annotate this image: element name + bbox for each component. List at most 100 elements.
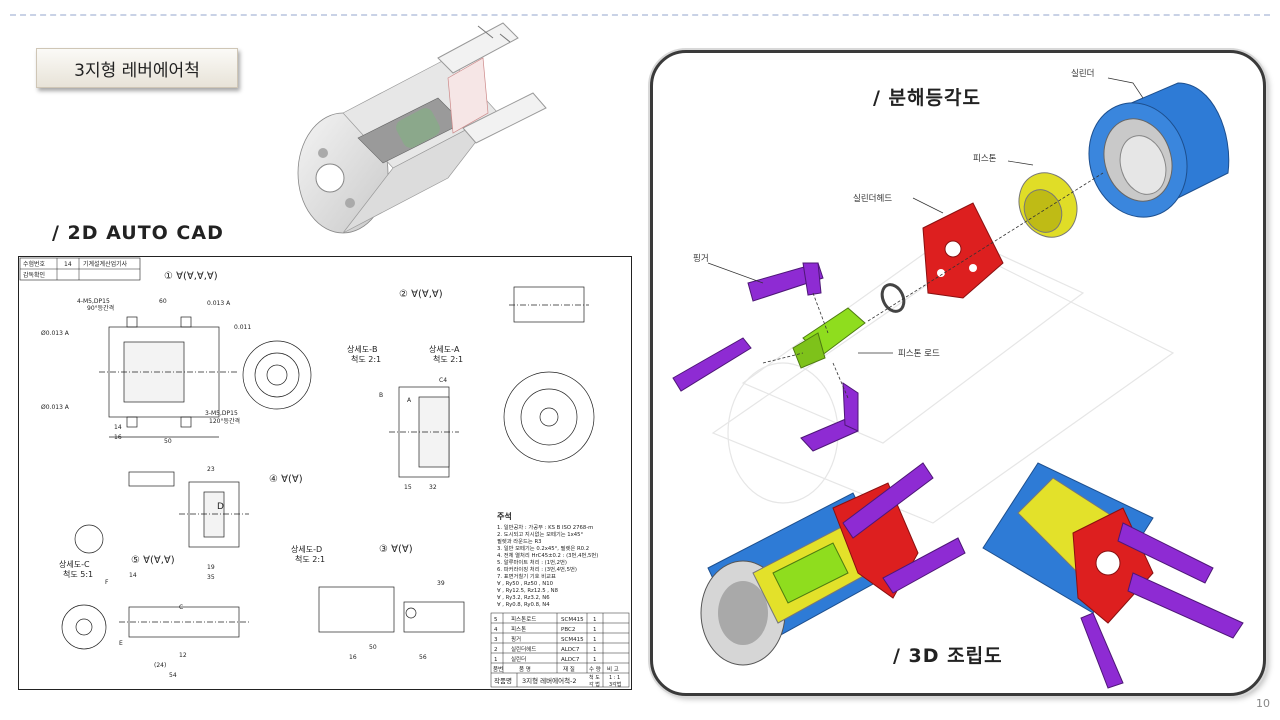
top-dashed-rule xyxy=(10,14,1270,16)
part-3-no: 3 xyxy=(494,637,498,643)
finger-view xyxy=(318,586,465,633)
part-1-name: 실린더 xyxy=(511,655,526,663)
page-number: 10 xyxy=(1256,697,1270,710)
heading-2d-autocad: / 2D AUTO CAD xyxy=(52,222,224,244)
view-a-scale: 척도 2:1 xyxy=(433,355,463,364)
part-3-qty: 1 xyxy=(593,637,597,643)
note-10: ∀ , Ry12.5, Rz12.5 , N8 xyxy=(497,588,559,594)
parts-list-grid xyxy=(490,612,630,688)
cad-drawing-sheet: 수험번호 14 기계설계산업기사 감독확인 ① ∀(∀,∀,∀) ② ∀(∀,∀… xyxy=(18,256,632,690)
dim-m5b: 3-M5,DP15 xyxy=(205,410,238,417)
slide-title: 3지형 레버에어척 xyxy=(36,48,238,88)
dim-39: 39 xyxy=(437,580,445,587)
part-4-qty: 1 xyxy=(593,627,597,633)
dim-15: 15 xyxy=(404,484,412,491)
roughness-1: ① ∀(∀,∀,∀) xyxy=(164,271,218,282)
piston-view xyxy=(128,471,249,548)
view-d-label: 상세도-D xyxy=(291,544,322,554)
cylinder-part xyxy=(1088,82,1230,218)
roughness-4: ④ ∀(∀) xyxy=(269,474,303,485)
label-c: C xyxy=(179,604,183,611)
dim-35: 35 xyxy=(207,574,215,581)
title-block-name: 3지형 레버에어척-2 xyxy=(522,676,577,685)
cylinder-head-part xyxy=(922,202,1004,299)
part-4-mat: PBC2 xyxy=(561,627,575,633)
piston-part xyxy=(1018,172,1078,238)
note-7: 6. 파커라이징 처리 : (3번,4번,5번) xyxy=(497,565,577,573)
cylinder-section-view xyxy=(99,316,312,438)
label-piston: 피스톤 xyxy=(973,154,997,164)
title-block-label: 작품명 xyxy=(494,676,512,685)
label-finger: 핑거 xyxy=(693,253,709,264)
view-d-scale: 척도 2:1 xyxy=(295,555,325,564)
view-b-label: 상세도-B xyxy=(347,344,377,354)
finger-parts xyxy=(672,262,859,452)
3d-panel: 실린더 피스톤 실린더헤드 핑거 피스톤 로드 / 분해등각도 / 3D 조립도 xyxy=(650,50,1266,696)
dim-16: 16 xyxy=(114,434,122,441)
3d-panel-canvas: 실린더 피스톤 실린더헤드 핑거 피스톤 로드 xyxy=(672,68,1244,689)
dim-50b: 50 xyxy=(369,644,377,651)
part-5-qty: 1 xyxy=(593,617,597,623)
note-1: 1. 일반공차 : 가공부 : KS B ISO 2768-m xyxy=(497,523,593,531)
dim-14b: 14 xyxy=(129,572,137,579)
tol-1: 0.013 A xyxy=(207,300,231,307)
piston-rod-part xyxy=(792,307,866,369)
label-cylinder-head: 실린더헤드 xyxy=(853,193,892,204)
note-11: ∀ , Ry3.2, Rz3.2, N6 xyxy=(497,595,550,601)
dim-m5a: 4-M5,DP15 xyxy=(77,298,110,305)
roughness-3: ③ ∀(∀) xyxy=(379,544,413,555)
note-9: ∀ , Ry50 , Rz50 , N10 xyxy=(497,581,554,587)
part-2-mat: ALDC7 xyxy=(561,647,580,653)
tol-4: Ø0.013 A xyxy=(41,404,70,411)
label-d: D xyxy=(217,502,224,512)
dim-56: 56 xyxy=(419,654,427,661)
roughness-5: ⑤ ∀(∀,∀) xyxy=(131,555,175,566)
dim-c4: C4 xyxy=(439,377,447,384)
label-leaders xyxy=(707,77,1144,354)
dim-m5a2: 90°등간격 xyxy=(87,304,114,312)
part-1-qty: 1 xyxy=(593,657,597,663)
note-6: 5. 알루마이트 처리 : (1번,2번) xyxy=(497,558,567,566)
part-4-name: 피스톤 xyxy=(511,625,526,633)
part-3-name: 핑거 xyxy=(511,635,521,643)
dim-24: (24) xyxy=(154,662,166,669)
cylinder-head-view xyxy=(389,286,595,478)
note-8: 7. 표면거칠기 기호 비교표 xyxy=(497,572,556,580)
header-label-2: 감독확인 xyxy=(23,271,45,279)
note-5: 4. 전체 열처리 HrC45±0.2 : (3번,4번,5번) xyxy=(497,551,598,559)
tol-2: 0.011 xyxy=(234,324,251,331)
isometric-cutaway-render xyxy=(297,22,547,234)
parts-header-no: 품번 xyxy=(493,665,503,673)
part-1-mat: ALDC7 xyxy=(561,657,580,663)
part-2-qty: 1 xyxy=(593,647,597,653)
label-b: B xyxy=(379,392,383,399)
part-3-mat: SCM415 xyxy=(561,637,584,643)
label-f: F xyxy=(105,579,109,586)
assembled-cutaway-left xyxy=(700,462,966,666)
dim-60: 60 xyxy=(159,298,167,305)
view-c-scale: 척도 5:1 xyxy=(63,570,93,579)
dim-m5b2: 120°등간격 xyxy=(209,417,240,425)
assembled-cutaway-right xyxy=(982,462,1244,689)
note-3: 필렛과 라운드는 R3 xyxy=(497,537,542,545)
view-b-scale: 척도 2:1 xyxy=(351,355,381,364)
dim-12: 12 xyxy=(179,652,187,659)
dim-14: 14 xyxy=(114,424,122,431)
part-2-name: 실린더헤드 xyxy=(511,645,536,653)
label-cylinder: 실린더 xyxy=(1071,68,1094,79)
explode-leaders xyxy=(762,172,1104,399)
dim-23: 23 xyxy=(207,466,215,473)
piston-rod-view xyxy=(61,524,249,650)
dim-16b: 16 xyxy=(349,654,357,661)
notes-title: 주석 xyxy=(497,511,512,521)
title-block-proj-label: 각 법 xyxy=(589,681,600,688)
note-4: 3. 일반 모떼기는 0.2x45°, 필렛은 R0.2 xyxy=(497,544,589,552)
roughness-2: ② ∀(∀,∀) xyxy=(399,289,443,300)
part-5-no: 5 xyxy=(494,617,498,623)
title-block-proj: 3각법 xyxy=(609,681,621,688)
part-2-no: 2 xyxy=(494,647,498,653)
header-label-1: 수험번호 xyxy=(23,260,46,268)
note-2: 2. 도시되고 지시없는 모떼기는 1x45° xyxy=(497,530,584,538)
heading-exploded-view: / 분해등각도 xyxy=(873,87,981,109)
title-block-scale-label: 척 도 xyxy=(589,674,600,681)
